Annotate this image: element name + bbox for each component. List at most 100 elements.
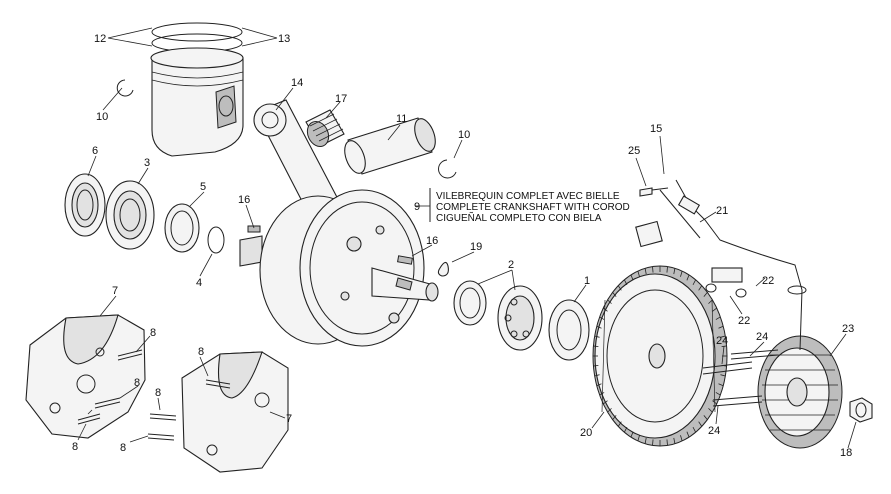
flywheel-tooth: [698, 421, 703, 427]
flywheel-tooth: [596, 325, 602, 329]
flywheel-tooth: [715, 316, 721, 320]
flywheel-teeth: [593, 266, 727, 446]
flywheel-tooth: [718, 325, 724, 329]
flywheel-tooth: [623, 279, 628, 286]
bearing-race: [453, 280, 487, 326]
needle-bearing: [305, 109, 345, 148]
leader-lines: [77, 27, 857, 449]
flywheel-tooth: [712, 307, 717, 312]
circlip-right: [438, 159, 457, 179]
flywheel-tooth: [599, 392, 605, 396]
callout-1: 1: [584, 275, 590, 287]
flywheel-tooth: [603, 307, 608, 312]
flywheel-rotor: [592, 265, 728, 447]
flywheel-tooth: [721, 365, 727, 367]
callout-24-c: 24: [708, 425, 720, 437]
flywheel-tooth: [630, 274, 634, 281]
caption-en: COMPLETE CRANKSHAFT WITH COROD: [436, 202, 630, 213]
callout-2: 2: [508, 259, 514, 271]
callout-10-left: 10: [96, 111, 108, 123]
callout-23: 23: [842, 323, 854, 335]
flywheel-tooth: [666, 439, 668, 446]
flywheel-tooth: [718, 383, 724, 387]
flywheel-tooth: [596, 383, 602, 387]
callout-25: 25: [628, 145, 640, 157]
callout-numbers: 12 13 10 14 17 11 10 6 3 5 16 9 16 19 4 …: [72, 33, 854, 459]
flywheel-tooth: [715, 392, 721, 396]
crankcase-screws: [77, 349, 231, 441]
callout-8-c: 8: [134, 377, 140, 389]
flywheel-tooth: [673, 268, 676, 275]
flywheel-tooth: [680, 270, 683, 277]
flywheel-tooth: [666, 266, 668, 273]
spacer-bushing: [164, 203, 200, 253]
flywheel-tooth: [686, 274, 690, 281]
caption-fr: VILEBREQUIN COMPLET AVEC BIELLE: [436, 191, 620, 202]
callout-18: 18: [840, 447, 852, 459]
circlip-left: [116, 79, 134, 97]
flywheel-tooth: [617, 285, 622, 291]
callout-12: 12: [94, 33, 106, 45]
piston-pin: [344, 117, 436, 175]
woodruff-key: [437, 261, 449, 277]
crankcase-half-right: [181, 351, 289, 473]
crankcase-half-left: [25, 314, 146, 439]
flywheel-tooth: [607, 299, 612, 304]
flywheel-tooth: [686, 431, 690, 438]
oil-seal-right: [548, 299, 590, 361]
flywheel-tooth: [612, 415, 617, 420]
flywheel-tooth: [652, 266, 654, 273]
flywheel-tooth: [673, 437, 676, 444]
flywheel-tooth: [623, 426, 628, 433]
flywheel-tooth: [721, 345, 727, 347]
callout-17: 17: [335, 93, 347, 105]
flywheel-tooth: [708, 299, 713, 304]
callout-8-f: 8: [120, 442, 126, 454]
callout-5: 5: [200, 181, 206, 193]
callout-20: 20: [580, 427, 592, 439]
piston: [150, 47, 244, 157]
callout-7-right: 7: [286, 413, 292, 425]
flywheel-tooth: [594, 374, 600, 377]
flywheel-tooth: [712, 400, 717, 405]
oil-seal-left: [64, 173, 106, 237]
flywheel-tooth: [593, 345, 599, 347]
callout-8-a: 8: [150, 327, 156, 339]
main-bearing-left: [105, 180, 155, 250]
callout-19: 19: [470, 241, 482, 253]
flywheel-tooth: [720, 374, 726, 377]
callout-22-right: 22: [762, 275, 774, 287]
callout-16-left: 16: [238, 194, 250, 206]
flywheel-tooth: [644, 268, 647, 275]
callout-7-left: 7: [112, 285, 118, 297]
callout-10-right: 10: [458, 129, 470, 141]
callout-14: 14: [291, 77, 303, 89]
flywheel-tooth: [652, 439, 654, 446]
flywheel-tooth: [607, 408, 612, 413]
flywheel-tooth: [720, 335, 726, 338]
flywheel-tooth: [637, 435, 640, 442]
callout-8-b: 8: [198, 346, 204, 358]
flywheel-tooth: [703, 415, 708, 420]
flywheel-tooth: [630, 431, 634, 438]
flywheel-tooth: [594, 335, 600, 338]
thrust-washer: [207, 226, 225, 254]
flywheel-tooth: [644, 437, 647, 444]
callout-3: 3: [144, 157, 150, 169]
flywheel-tooth: [603, 400, 608, 405]
callout-22-left: 22: [738, 315, 750, 327]
callout-16-right: 16: [426, 235, 438, 247]
flywheel-tooth: [617, 421, 622, 427]
flywheel-tooth: [599, 316, 605, 320]
callout-8-e: 8: [72, 441, 78, 453]
main-bearing-right: [497, 285, 543, 351]
callout-4: 4: [196, 277, 202, 289]
stator-wiring-harness: [635, 179, 807, 351]
flywheel-tooth: [708, 408, 713, 413]
callout-21: 21: [716, 205, 728, 217]
callout-6: 6: [92, 145, 98, 157]
callout-15: 15: [650, 123, 662, 135]
flywheel-tooth: [612, 292, 617, 297]
flywheel-tooth: [680, 435, 683, 442]
caption-box: VILEBREQUIN COMPLET AVEC BIELLE COMPLETE…: [415, 188, 630, 224]
